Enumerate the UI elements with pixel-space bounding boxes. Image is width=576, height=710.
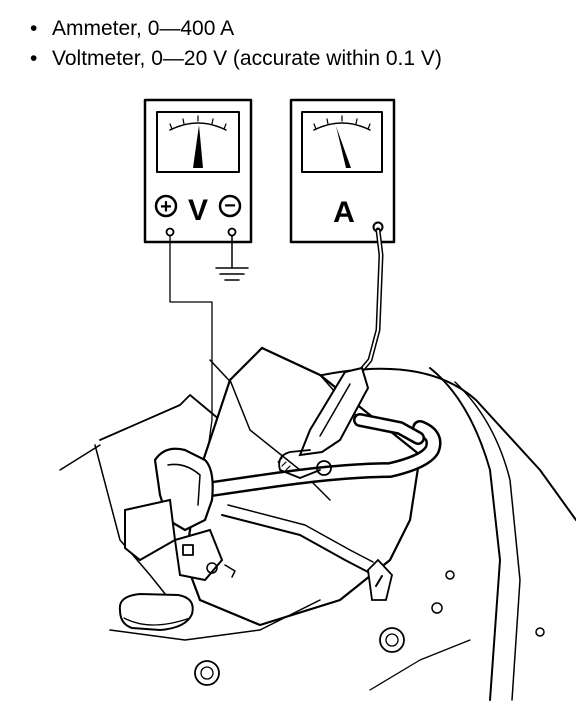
reservoir-cap-icon	[118, 592, 194, 632]
spec-text-ammeter: Ammeter, 0—400 A	[52, 17, 235, 40]
instrument-spec-list: • Ammeter, 0—400 A • Voltmeter, 0—20 V (ac…	[30, 14, 442, 74]
spec-item-voltmeter: • Voltmeter, 0—20 V (accurate within 0.1 …	[30, 44, 442, 74]
spec-text-voltmeter: Voltmeter, 0—20 V (accurate within 0.1 V…	[52, 47, 442, 70]
ammeter-inductive-clamp-icon	[277, 366, 370, 479]
ammeter-cable	[357, 227, 384, 375]
minus-symbol: −	[224, 195, 236, 217]
voltmeter-negative-jack	[227, 227, 237, 237]
ammeter-unit-label: A	[333, 196, 355, 229]
voltmeter-positive-lead	[169, 235, 213, 457]
engine-bay	[59, 346, 576, 701]
bolt-icon	[431, 570, 545, 637]
positive-terminal-boot-icon	[124, 447, 236, 582]
bolt-icon	[379, 627, 405, 653]
voltmeter-unit-label: V	[188, 194, 208, 227]
spec-item-ammeter: • Ammeter, 0—400 A	[30, 14, 442, 44]
bullet: •	[30, 47, 38, 70]
plus-symbol: +	[160, 196, 172, 218]
bullet: •	[30, 17, 38, 40]
bolt-icon	[194, 660, 220, 686]
voltmeter-needle	[193, 125, 203, 168]
ground-symbol-icon	[215, 235, 249, 281]
voltmeter-plus-terminal-icon: +	[154, 194, 178, 218]
voltmeter-positive-jack	[165, 227, 175, 237]
voltmeter-minus-terminal-icon: −	[218, 194, 242, 218]
ammeter: A	[289, 98, 396, 244]
voltmeter: + V −	[143, 98, 253, 244]
ammeter-needle	[336, 126, 351, 168]
